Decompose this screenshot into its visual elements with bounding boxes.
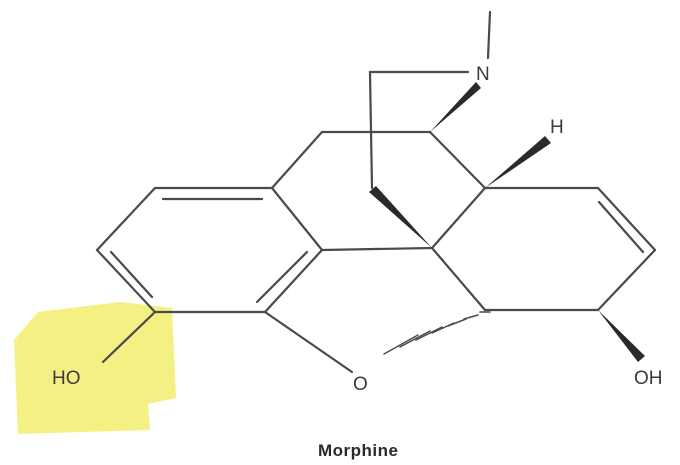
hydroxyl-highlight: [14, 302, 176, 434]
nitrogen-label: N: [476, 64, 490, 85]
wedge-bond-nitrogen: [430, 82, 481, 132]
oxygen-bridge-label: O: [353, 374, 368, 395]
cyclohexene-ring: [483, 186, 657, 312]
molecule-caption: Morphine: [318, 441, 399, 460]
wedge-bond-hydroxyl: [598, 310, 645, 362]
hydroxyl-left-label: HO: [52, 368, 81, 389]
benzene-ring: [95, 186, 324, 314]
piperidine-framework: [270, 10, 600, 312]
hashed-bond-oxygen: [383, 311, 491, 355]
hydrogen-label: H: [550, 117, 564, 138]
wedge-bond-bridge: [369, 186, 432, 248]
wedge-bond-hydrogen: [485, 136, 551, 188]
phenol-c-o-bond: [101, 310, 157, 364]
ether-bond: [263, 310, 354, 374]
hydroxyl-right-label: OH: [634, 368, 663, 389]
